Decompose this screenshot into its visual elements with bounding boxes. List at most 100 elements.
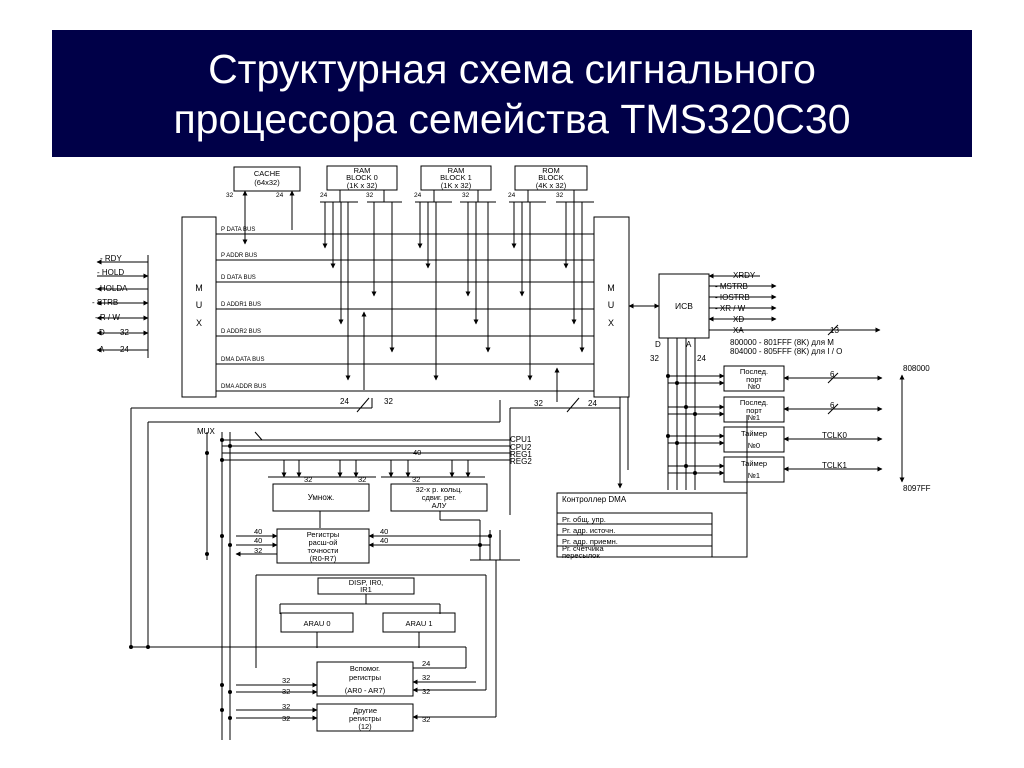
- ram0-label-2: BLOCK 0: [346, 173, 378, 182]
- ext-reg-label-4: (R0-R7): [310, 554, 337, 563]
- cpu-bus-label: CPU2: [510, 443, 532, 452]
- serial-port-0-width: 6: [830, 370, 835, 379]
- timer-1-label: №1: [748, 471, 760, 480]
- ram-block-1: [420, 165, 492, 191]
- aux-reg-label-1: Вспомог.: [350, 664, 380, 673]
- bus-label: DMA DATA BUS: [221, 357, 264, 363]
- ram0-label-1: RAM: [354, 166, 371, 175]
- dma-register: Рг. счетчика: [562, 544, 604, 553]
- isv-a-label: A: [686, 340, 692, 349]
- arau-0-label: ARAU 0: [303, 619, 330, 628]
- cache-block: [233, 166, 301, 192]
- left-mux-width-32: 32: [384, 397, 393, 406]
- peripheral-range-end: 8097FF: [903, 484, 931, 493]
- alu-label-3: АЛУ: [432, 501, 447, 510]
- cache-label-1: CACHE: [254, 169, 280, 178]
- signal-rdy: - RDY: [100, 254, 122, 263]
- aux-width-32d: 32: [422, 687, 430, 696]
- left-mux: [181, 216, 217, 398]
- address-range-io: 804000 - 805FFF (8K) для I / O: [730, 347, 842, 356]
- rom-label-1: ROM: [542, 166, 560, 175]
- rom-block: [514, 165, 588, 191]
- left-mux-letter: X: [196, 318, 202, 328]
- serial-port-0-label: Послед.: [740, 367, 768, 376]
- slide-title-line-2: процессора семейства TMS320C30: [173, 96, 851, 142]
- xa-width-13: 13: [830, 326, 839, 335]
- signal-rw: - R / W: [95, 313, 120, 322]
- right-signal-iostrb: - IOSTRB: [715, 293, 750, 302]
- ram1-label-1: RAM: [448, 166, 465, 175]
- serial-port-1-label: №1: [748, 413, 760, 422]
- dma-register: Рг. адр. источн.: [562, 526, 615, 535]
- left-mux-letter: M: [195, 283, 203, 293]
- cpu-bus-label: CPU1: [510, 435, 532, 444]
- bus-label: D ADDR2 BUS: [221, 329, 261, 335]
- ext-reg-label-3: точности: [308, 546, 339, 555]
- right-mux-letter: X: [608, 318, 614, 328]
- right-signal-mstrb: - MSTRB: [715, 282, 748, 291]
- other-reg-label-3: (12): [358, 722, 372, 731]
- other-reg-label-1: Другие: [353, 706, 377, 715]
- other-width-32b: 32: [282, 714, 290, 723]
- ext-reg-label-1: Регистры: [307, 530, 340, 539]
- isv-a-width: 24: [697, 354, 706, 363]
- cache-label-2: (64x32): [254, 178, 280, 187]
- signal-d: D: [99, 328, 105, 337]
- alu-block: [390, 483, 488, 512]
- right-signal-xd: XD: [733, 315, 744, 324]
- ram1-label-2: BLOCK 1: [440, 173, 472, 182]
- isv-label: ИСВ: [675, 301, 693, 311]
- dma-title: Контроллер DMA: [562, 495, 627, 504]
- bus-label: D ADDR1 BUS: [221, 302, 261, 308]
- other-reg-label-2: регистры: [349, 714, 381, 723]
- bus-label: P DATA BUS: [221, 227, 255, 233]
- signal-a: A: [99, 345, 105, 354]
- address-range-m: 800000 - 801FFF (8K) для M: [730, 338, 834, 347]
- timer-0-signal: TCLK0: [822, 431, 847, 440]
- aux-width-32c: 32: [422, 673, 430, 682]
- ext-reg-label-2: расш-ой: [309, 538, 338, 547]
- cpu-bus-label: REG1: [510, 450, 532, 459]
- left-mux-letter: U: [196, 300, 203, 310]
- multiplier-label: Умнож.: [308, 493, 335, 502]
- ext-reg-in-40b: 40: [254, 536, 262, 545]
- ext-reg-out-40b: 40: [380, 536, 388, 545]
- cache-width-24: 24: [276, 192, 284, 199]
- signal-holda: - HOLDA: [95, 284, 128, 293]
- signal-a-width: 24: [120, 345, 129, 354]
- other-width-32c: 32: [422, 715, 430, 724]
- mul-width-32b: 32: [358, 475, 366, 484]
- ram0-width-24: 24: [320, 192, 328, 199]
- dma-register: Рг. адр. приемн.: [562, 537, 618, 546]
- right-mux-letter: U: [608, 300, 615, 310]
- ram1-width-32: 32: [462, 192, 470, 199]
- signal-d-width: 32: [120, 328, 129, 337]
- serial-port-1-width: 6: [830, 401, 835, 410]
- ram1-label-3: (1K x 32): [441, 181, 472, 190]
- alu-label-1: 32-х р. кольц.: [415, 485, 462, 494]
- rom-width-24: 24: [508, 192, 516, 199]
- timer-0-label: Таймер: [741, 429, 767, 438]
- other-width-32: 32: [282, 702, 290, 711]
- aux-reg-label-2: регистры: [349, 673, 381, 682]
- dma-register: пересылок: [562, 551, 600, 560]
- right-mux-letter: M: [607, 283, 615, 293]
- dma-register: Рг. общ. упр.: [562, 515, 606, 524]
- timer-0-label: №0: [748, 441, 760, 450]
- ram-block-0: [326, 165, 398, 191]
- peripheral-range-start: 808000: [903, 364, 930, 373]
- left-mux-width-24: 24: [340, 397, 349, 406]
- bus-label: D DATA BUS: [221, 275, 256, 281]
- signal-strb: - STRB: [92, 298, 118, 307]
- ram1-width-24: 24: [414, 192, 422, 199]
- ram0-width-32: 32: [366, 192, 374, 199]
- disp-label-1: DISP, IR0,: [349, 578, 383, 587]
- serial-port-1-label: Послед.: [740, 398, 768, 407]
- isv-d-label: D: [655, 340, 661, 349]
- right-mux-width-32: 32: [534, 399, 543, 408]
- right-signal-xrdy: XRDY: [733, 271, 756, 280]
- serial-port-0-label: №0: [748, 382, 760, 391]
- aux-reg-label-3: (AR0 - AR7): [345, 686, 386, 695]
- alu-width-32: 32: [412, 475, 420, 484]
